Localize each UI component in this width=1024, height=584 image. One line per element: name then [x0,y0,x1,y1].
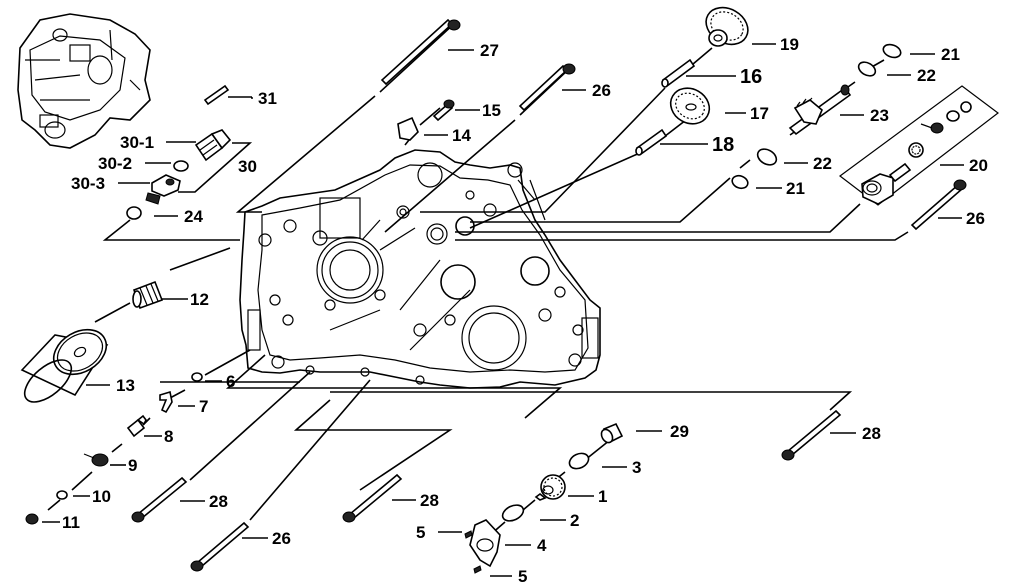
part-4-pump-cover [469,519,501,568]
callout-26-bottom: 26 [272,529,291,548]
callout-23: 23 [870,106,889,125]
callout-29: 29 [670,422,689,441]
part-17-gear [669,87,711,125]
part-12-strainer [132,280,164,310]
part-3-washer [568,452,590,470]
callout-6: 6 [226,372,235,391]
part-21-washer-upper [882,43,902,59]
callout-22-upper: 22 [917,66,936,85]
part-18-shaft [635,128,668,156]
callout-18: 18 [712,134,734,156]
callout-28-left: 28 [209,492,228,511]
callout-8: 8 [164,427,173,446]
part-16-shaft [661,58,696,88]
part-5-screw-upper [464,530,473,539]
callout-ticks [42,43,964,577]
part-30-3-drain-plug [145,174,181,205]
part-22-oring-upper [857,61,877,77]
callout-24: 24 [184,207,203,226]
callout-30: 30 [238,157,257,176]
part-19-gear [705,6,749,47]
part-30-2-washer [173,160,189,172]
part-26-bolt-right [910,179,967,231]
part-21-washer-lower [731,174,749,190]
part-28-bolt-left [131,476,188,523]
part-1-pump-gear [534,474,566,501]
callout-20: 20 [969,156,988,175]
part-14-bracket [397,116,419,141]
part-15-bolt [432,99,455,122]
part-31-pin [203,84,230,106]
part-2-washer [501,504,525,522]
part-7-clip [159,390,173,414]
callout-10: 10 [92,487,111,506]
part-10-washer [56,490,68,500]
callout-17: 17 [750,104,769,123]
callout-31: 31 [258,89,277,108]
callout-16: 16 [740,66,762,88]
part-5-screw-lower [473,565,482,574]
part-28-bolt-middle [342,473,403,523]
callout-21-lower: 21 [786,179,805,198]
callout-28-right: 28 [862,424,881,443]
callout-12: 12 [190,290,209,309]
callout-15: 15 [482,101,501,120]
callout-3: 3 [632,458,641,477]
part-13-oil-filter [20,328,109,403]
callout-2: 2 [570,511,579,530]
part-24-washer [126,206,142,220]
callout-22-lower: 22 [813,154,832,173]
part-29-bushing [600,422,624,444]
callout-14: 14 [452,126,471,145]
part-6-washer [191,372,203,382]
callout-30-1: 30-1 [120,133,154,152]
crankcase-half [239,149,601,389]
part-20-kickstart-assembly [839,85,999,206]
part-28-bolt-right [781,409,842,461]
part-26-bolt-bottom [190,521,250,572]
part-11-cap [25,513,39,525]
callout-5-upper: 5 [416,523,425,542]
callout-5-lower: 5 [518,567,527,584]
callout-4: 4 [537,536,547,555]
callout-11: 11 [62,513,80,532]
callout-1: 1 [598,487,607,506]
part-27-bolt [380,18,461,86]
part-26-bolt-top [518,63,576,112]
part-22-oring-lower [756,148,778,166]
callout-13: 13 [116,376,135,395]
callout-7: 7 [199,397,208,416]
callout-28-middle: 28 [420,491,439,510]
part-30-1-sensor [194,129,232,162]
callout-26-top: 26 [592,81,611,100]
callout-19: 19 [780,35,799,54]
part-23-kickstart-shaft [788,84,852,136]
callout-27: 27 [480,41,499,60]
callout-26-right: 26 [966,209,985,228]
callout-9: 9 [128,456,137,475]
callout-30-3: 30-3 [71,174,105,193]
assembly-thumbnail [17,13,151,149]
callout-30-2: 30-2 [98,154,132,173]
callout-21-upper: 21 [941,45,960,64]
callout-labels: 27 26 15 14 31 30-1 30-2 30-3 30 24 12 1… [62,35,988,584]
part-9-spring [83,453,109,467]
part-8-valve [126,414,147,438]
